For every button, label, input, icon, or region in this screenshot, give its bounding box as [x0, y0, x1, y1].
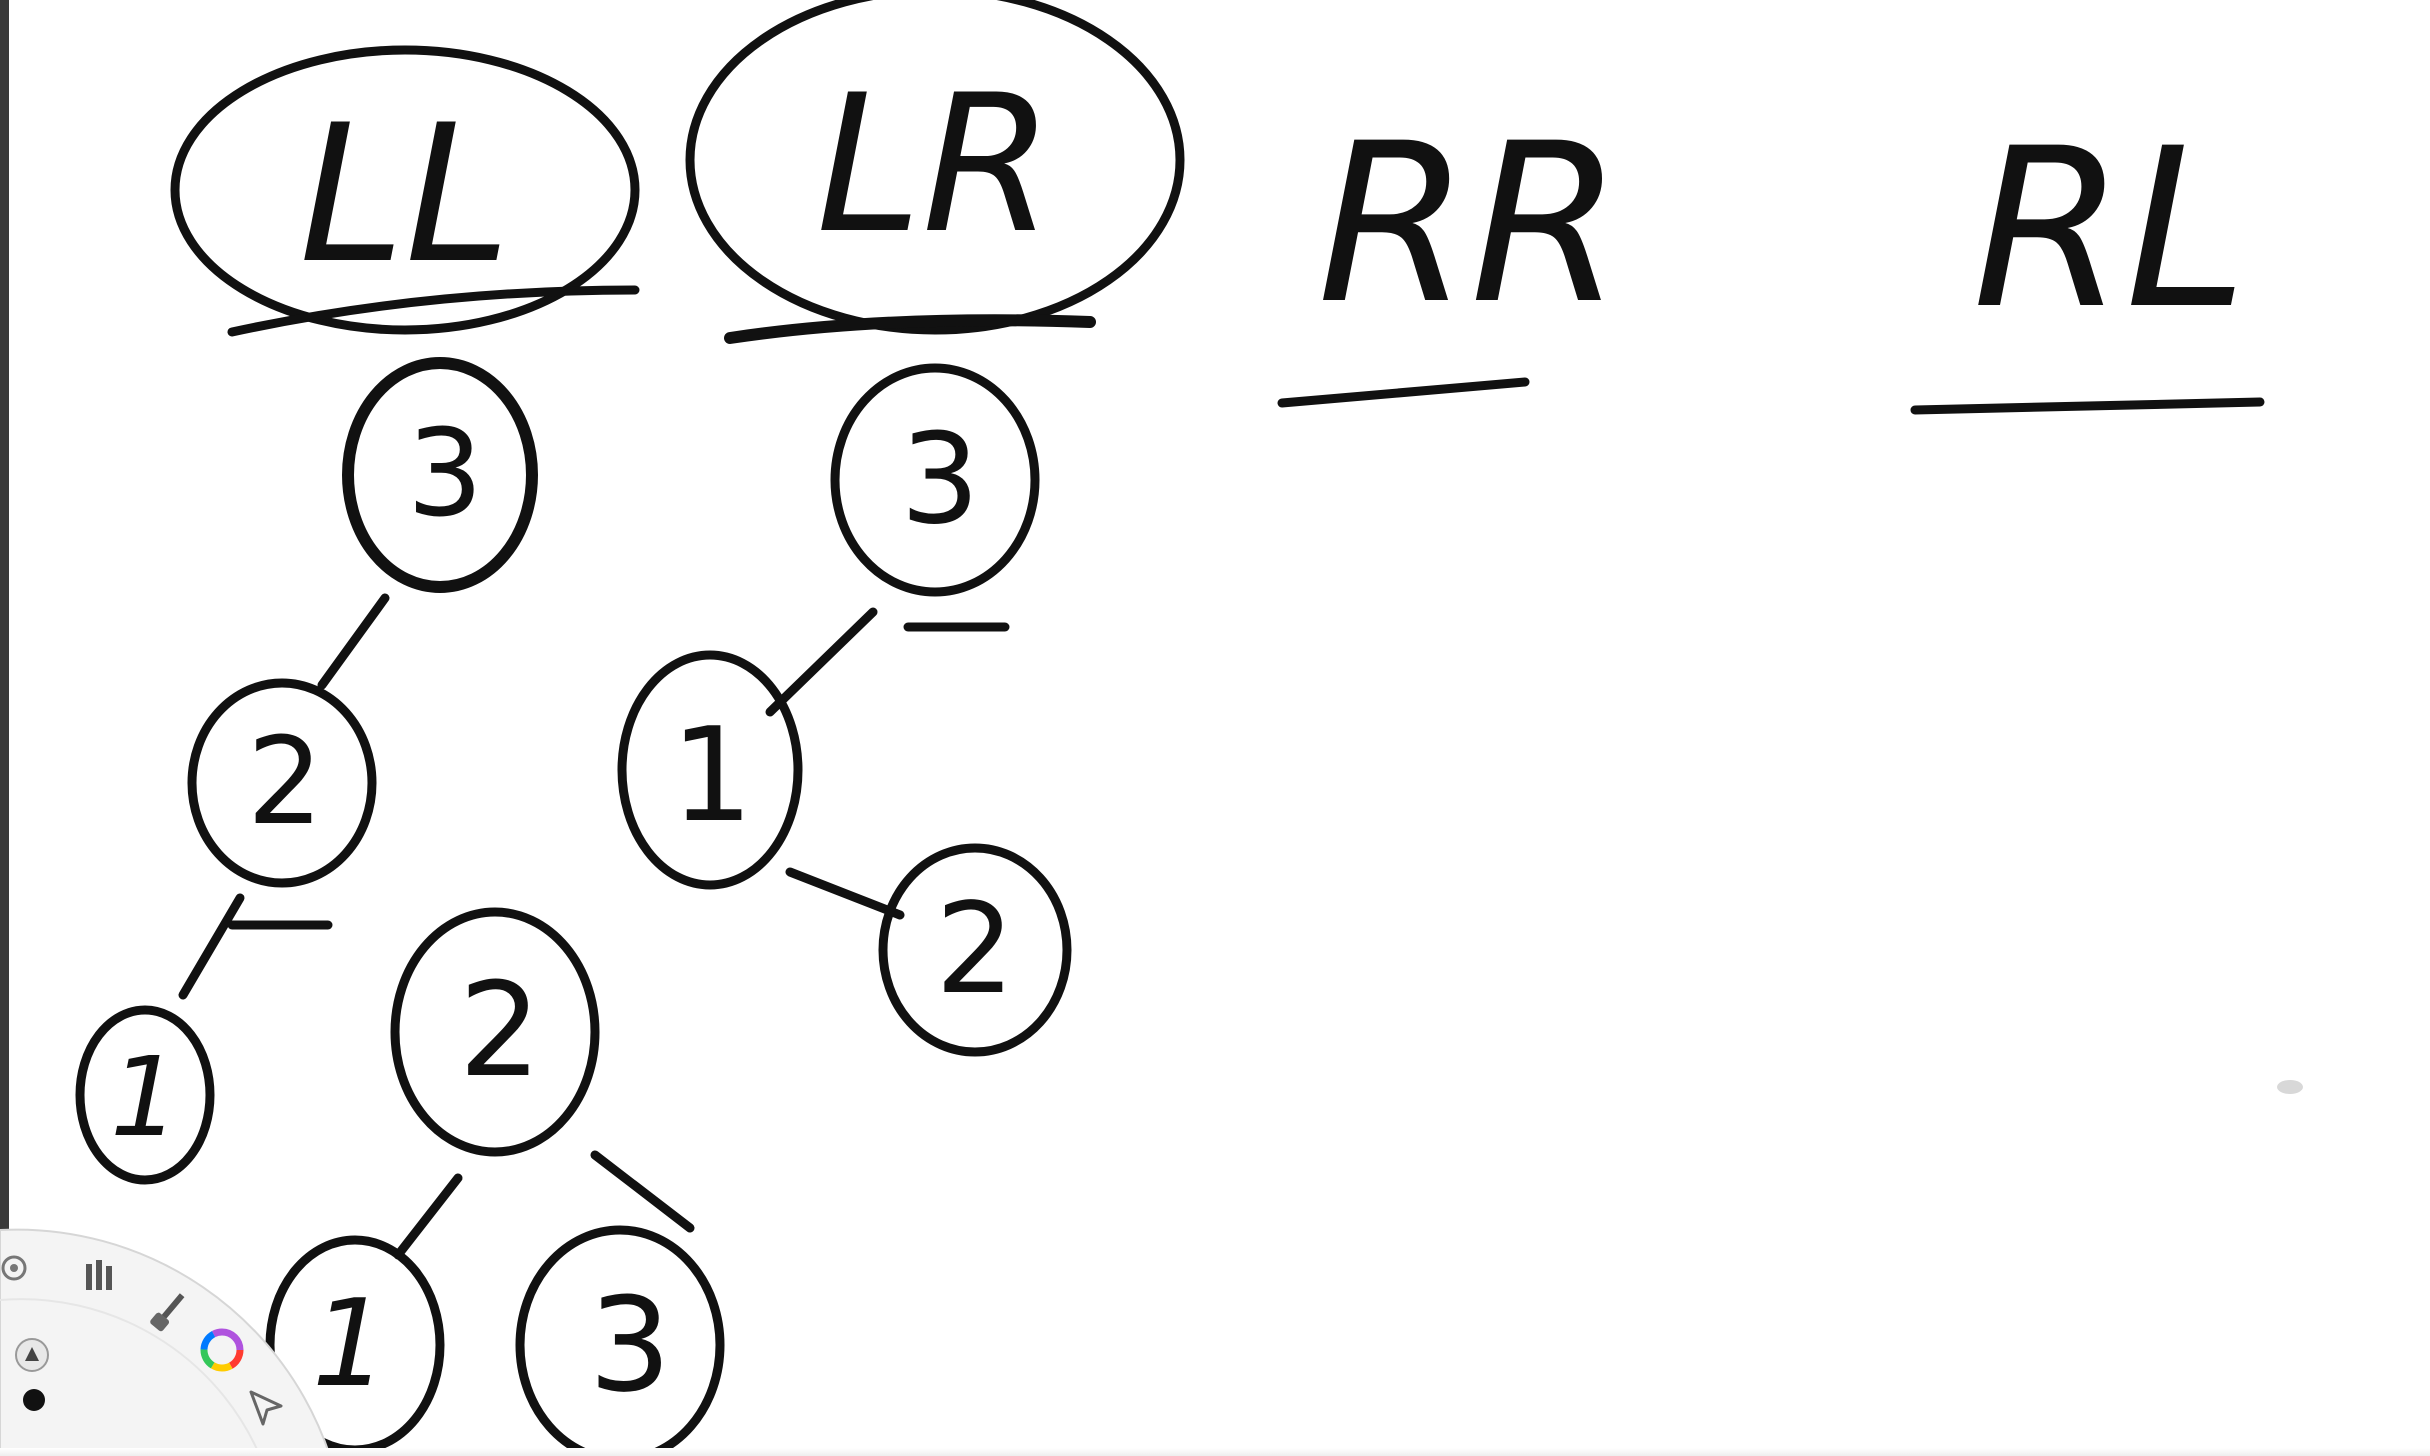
ll-rot-node-2-label: 2	[459, 954, 542, 1106]
select-tool-button[interactable]	[249, 1390, 283, 1426]
ll-tree-edges	[178, 593, 695, 1260]
edge-lr-1-2	[785, 867, 905, 920]
color-wheel-icon-green	[200, 1328, 244, 1372]
heading-ll-text: LL	[299, 84, 511, 305]
paintbrush-tool-icon[interactable]	[149, 1290, 188, 1332]
lr-node-2-circle	[878, 843, 1072, 1057]
heading-rr: RR	[1277, 96, 1623, 408]
color-wheel-button[interactable]	[200, 1328, 244, 1372]
ll-node-3-circle	[342, 357, 538, 593]
heading-rr-text: RR	[1317, 96, 1623, 352]
lr-node-1-circle	[617, 650, 803, 890]
paintbrush-icon	[160, 1293, 185, 1321]
lr-node-2: 2	[878, 843, 1072, 1057]
ll-node-3: 3	[342, 357, 538, 593]
heading-rr-underline	[1277, 377, 1530, 408]
edge-ll-rot-2-3	[590, 1150, 695, 1233]
ll-node-2-label: 2	[247, 713, 323, 852]
edge-lr-3-1	[765, 607, 878, 717]
paintbrush-icon-head	[150, 1312, 170, 1332]
brush-set-icon-c	[106, 1266, 112, 1290]
pointer-arrow-icon	[249, 1390, 283, 1426]
radial-tool-palette[interactable]	[0, 1150, 340, 1456]
brush-size-button[interactable]	[15, 1338, 49, 1372]
brush-size-icon-glyph	[25, 1347, 39, 1361]
ll-rot-node-3-label: 3	[589, 1269, 672, 1421]
edge-ll-2-1	[178, 893, 245, 1000]
ll-node-1-circle	[75, 1005, 215, 1185]
color-wheel-icon-yellow	[200, 1328, 244, 1372]
heading-rl-text: RL	[1972, 101, 2247, 357]
ll-rot-node-2: 2	[390, 907, 600, 1157]
current-color-button[interactable]	[23, 1389, 45, 1411]
heading-rl: RL	[1910, 101, 2265, 415]
ll-rot-node-3-circle	[515, 1225, 725, 1456]
lr-node-3: 3	[830, 363, 1040, 597]
heading-lr: LR	[685, 0, 1185, 344]
edge-ll-3-2	[317, 593, 390, 690]
ll-node-1: 1	[75, 1005, 215, 1185]
lr-node-3-circle	[830, 363, 1040, 597]
lr-node-1: 1	[617, 650, 803, 890]
ll-node-2: 2	[187, 678, 377, 888]
heading-ll-underline	[227, 285, 640, 337]
settings-gear-icon[interactable]	[1, 1255, 27, 1281]
edge-ll-rot-2-1	[393, 1173, 463, 1260]
ll-rot-node-1-label: 1	[312, 1275, 388, 1414]
brush-set-icon	[86, 1264, 92, 1290]
heading-ll: LL	[170, 45, 640, 337]
ink-smudge	[2277, 1080, 2303, 1094]
ll-rot-node-3: 3	[515, 1225, 725, 1456]
lr-node-2-label: 2	[935, 877, 1015, 1022]
window-left-edge	[0, 0, 9, 1456]
heading-rl-underline	[1910, 397, 2265, 415]
brush-library-icon[interactable]	[86, 1260, 112, 1290]
ll-rot-node-2-circle	[390, 907, 600, 1157]
gear-icon	[1, 1255, 27, 1281]
gear-icon-hub	[10, 1264, 18, 1272]
ll-node-3-label: 3	[407, 405, 483, 544]
lr-node-1-label: 1	[671, 699, 754, 851]
heading-lr-underline	[724, 314, 1096, 344]
radial-palette-inner-ring	[0, 1298, 261, 1456]
color-wheel-icon-purple	[200, 1328, 244, 1372]
color-swatch-icon	[23, 1389, 45, 1411]
bottom-edge	[0, 1448, 2430, 1456]
lr-node-3-label: 3	[900, 407, 980, 552]
lr-tree-edges	[765, 607, 1010, 920]
ll-node-2-circle	[187, 678, 377, 888]
ll-node-1-label: 1	[110, 1033, 180, 1161]
heading-lr-text: LR	[816, 54, 1054, 275]
heading-lr-circle	[685, 0, 1185, 335]
heading-ll-circle	[170, 45, 640, 335]
brush-set-icon-b	[96, 1260, 102, 1290]
